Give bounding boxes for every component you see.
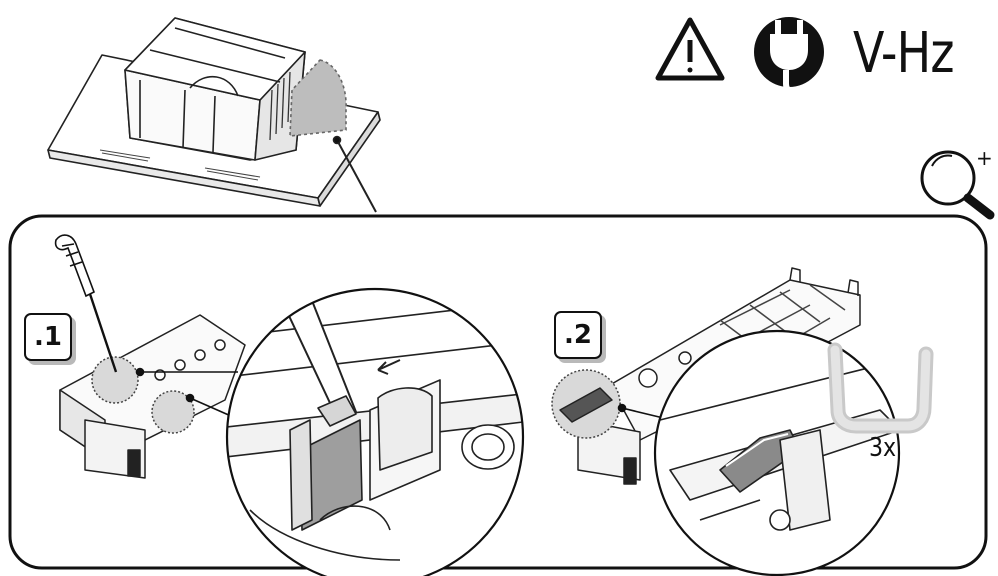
step2-detail-lens <box>653 329 901 576</box>
voltage-frequency-label: V-Hz <box>853 21 954 86</box>
clip-quantity-label: 3x <box>869 433 897 463</box>
warning-triangle-icon <box>655 17 725 81</box>
u-clip-icon <box>827 342 934 434</box>
step-1-badge: .1 <box>24 313 72 361</box>
step1-leader <box>135 367 241 421</box>
magnifier-zoom-in-icon <box>920 150 995 220</box>
zoom-plus-sign: + <box>976 146 993 170</box>
cooktop-overview <box>47 17 381 213</box>
step1-assembly <box>59 314 246 479</box>
power-plug-icon <box>754 17 824 97</box>
step-2-badge: .2 <box>554 311 602 359</box>
screwdriver-icon <box>54 234 118 373</box>
step1-detail-lens <box>225 287 525 576</box>
detail-frame <box>8 214 988 570</box>
